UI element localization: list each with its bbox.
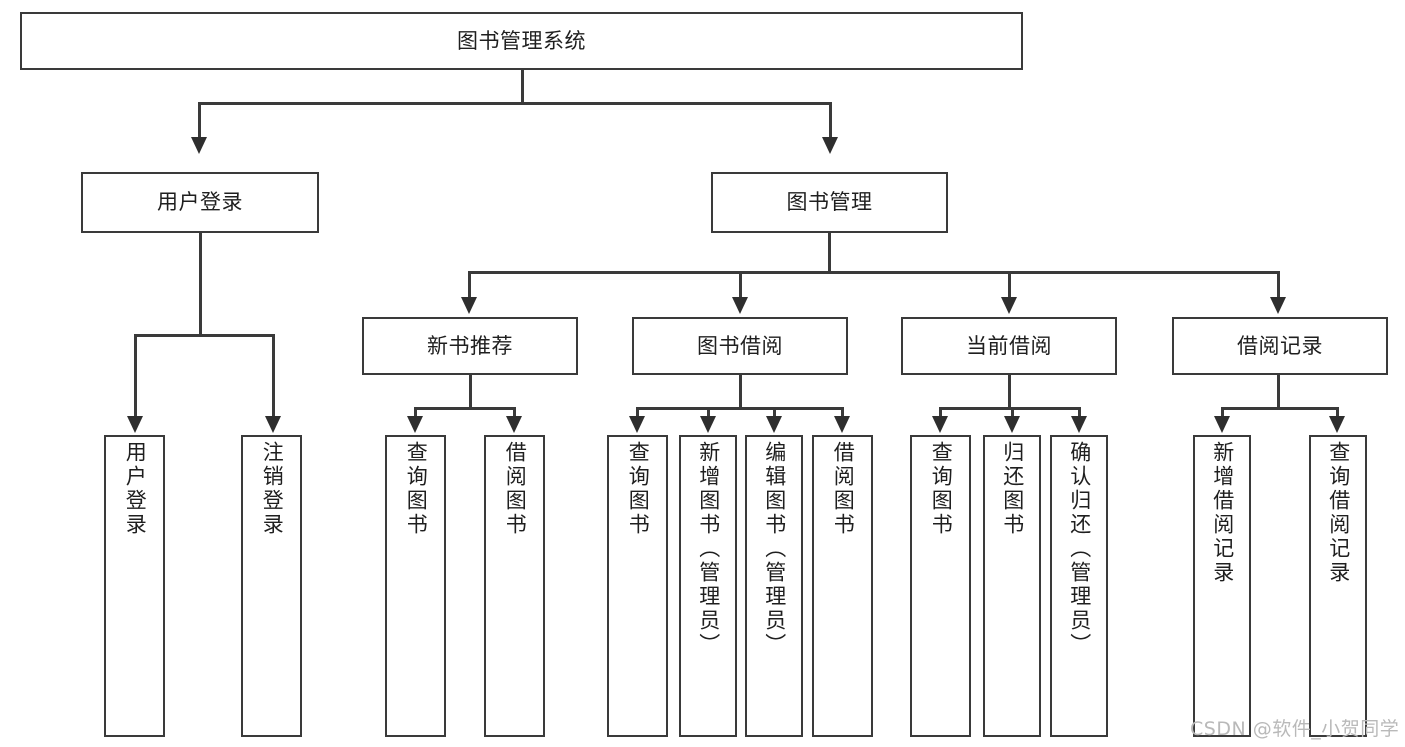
node-leaf-query-book-current[interactable]: 查询图书 <box>910 435 971 737</box>
node-leaf-add-book-admin[interactable]: 新增图书（管理员） <box>679 435 737 737</box>
arrowhead-leaf-query-book-borrow <box>629 416 645 433</box>
arrowhead-leaf-borrow-book-rec <box>506 416 522 433</box>
connector-user-login-to-leaf-2 <box>272 334 275 418</box>
connector-book-manage-to-borrow-record <box>1277 271 1280 299</box>
node-leaf-return-book[interactable]: 归还图书 <box>983 435 1041 737</box>
node-borrow-record[interactable]: 借阅记录 <box>1172 317 1388 375</box>
node-leaf-query-book-recommend[interactable]: 查询图书 <box>385 435 446 737</box>
connector-new-book-drop-2 <box>513 407 516 418</box>
node-label: 查询图书 <box>929 441 954 537</box>
connector-borrow-record-branch-bar <box>1221 407 1339 410</box>
node-leaf-borrow-book-recommend[interactable]: 借阅图书 <box>484 435 545 737</box>
node-root-book-management-system[interactable]: 图书管理系统 <box>20 12 1023 70</box>
arrowhead-to-user-login <box>191 137 207 154</box>
connector-root-branch-bar <box>198 102 832 105</box>
node-label: 借阅图书 <box>503 441 528 537</box>
node-label: 编辑图书（管理员） <box>762 441 787 657</box>
connector-current-borrow-drop-3 <box>1078 407 1081 418</box>
arrowhead-leaf-add-book <box>700 416 716 433</box>
arrowhead-new-book-recommend <box>461 297 477 314</box>
connector-borrow-record-drop-1 <box>1221 407 1224 418</box>
node-label: 新书推荐 <box>427 333 513 358</box>
arrowhead-leaf-logout <box>265 416 281 433</box>
connector-borrow-record-drop-2 <box>1336 407 1339 418</box>
node-label: 注销登录 <box>260 441 285 537</box>
node-leaf-query-book-borrow[interactable]: 查询图书 <box>607 435 668 737</box>
node-label: 查询图书 <box>626 441 651 537</box>
node-label: 图书管理系统 <box>457 28 586 53</box>
arrowhead-book-borrow <box>732 297 748 314</box>
node-label: 用户登录 <box>157 190 243 215</box>
arrowhead-leaf-user-login <box>127 416 143 433</box>
connector-user-login-stem <box>199 233 202 336</box>
arrowhead-to-book-manage <box>822 137 838 154</box>
connector-current-borrow-drop-1 <box>939 407 942 418</box>
node-book-borrow[interactable]: 图书借阅 <box>632 317 848 375</box>
connector-new-book-drop-1 <box>414 407 417 418</box>
node-label: 确认归还（管理员） <box>1067 441 1092 657</box>
arrowhead-leaf-add-record <box>1214 416 1230 433</box>
node-leaf-edit-book-admin[interactable]: 编辑图书（管理员） <box>745 435 803 737</box>
connector-book-borrow-branch-bar <box>636 407 844 410</box>
node-leaf-query-borrow-record[interactable]: 查询借阅记录 <box>1309 435 1367 737</box>
node-label: 新增借阅记录 <box>1210 441 1235 585</box>
node-leaf-logout[interactable]: 注销登录 <box>241 435 302 737</box>
connector-user-login-to-leaf-1 <box>134 334 137 418</box>
node-leaf-borrow-book[interactable]: 借阅图书 <box>812 435 873 737</box>
node-label: 用户登录 <box>123 441 148 537</box>
connector-book-borrow-drop-2 <box>707 407 710 418</box>
arrowhead-leaf-return-book <box>1004 416 1020 433</box>
connector-root-to-book-manage <box>829 102 832 139</box>
connector-book-manage-stem <box>828 233 831 273</box>
connector-current-borrow-branch-bar <box>939 407 1079 410</box>
arrowhead-current-borrow <box>1001 297 1017 314</box>
node-label: 查询图书 <box>404 441 429 537</box>
connector-book-manage-to-new-book <box>468 271 471 299</box>
node-new-book-recommend[interactable]: 新书推荐 <box>362 317 578 375</box>
connector-root-stem <box>521 70 524 104</box>
connector-root-to-user-login <box>198 102 201 139</box>
connector-book-borrow-drop-1 <box>636 407 639 418</box>
node-user-login[interactable]: 用户登录 <box>81 172 319 233</box>
arrowhead-leaf-borrow-book <box>834 416 850 433</box>
connector-new-book-stem <box>469 375 472 409</box>
node-book-management[interactable]: 图书管理 <box>711 172 948 233</box>
node-label: 借阅图书 <box>831 441 856 537</box>
arrowhead-leaf-query-book-rec <box>407 416 423 433</box>
node-label: 当前借阅 <box>966 333 1052 358</box>
node-label: 图书管理 <box>786 190 873 215</box>
node-current-borrow[interactable]: 当前借阅 <box>901 317 1117 375</box>
node-label: 查询借阅记录 <box>1326 441 1351 585</box>
connector-current-borrow-drop-2 <box>1011 407 1014 418</box>
node-leaf-add-borrow-record[interactable]: 新增借阅记录 <box>1193 435 1251 737</box>
node-leaf-user-login[interactable]: 用户登录 <box>104 435 165 737</box>
connector-book-borrow-stem <box>739 375 742 409</box>
csdn-watermark: CSDN @软件_小贺同学 <box>1190 718 1400 740</box>
connector-book-borrow-drop-3 <box>773 407 776 418</box>
connector-book-manage-to-book-borrow <box>739 271 742 299</box>
arrowhead-leaf-query-book-cur <box>932 416 948 433</box>
connector-book-borrow-drop-4 <box>841 407 844 418</box>
connector-current-borrow-stem <box>1008 375 1011 409</box>
node-label: 新增图书（管理员） <box>696 441 721 657</box>
arrowhead-leaf-confirm-return <box>1071 416 1087 433</box>
connector-new-book-branch-bar <box>414 407 516 410</box>
connector-user-login-branch-bar <box>134 334 275 337</box>
node-label: 归还图书 <box>1000 441 1025 537</box>
arrowhead-leaf-query-record <box>1329 416 1345 433</box>
arrowhead-borrow-record <box>1270 297 1286 314</box>
arrowhead-leaf-edit-book <box>766 416 782 433</box>
connector-borrow-record-stem <box>1277 375 1280 409</box>
connector-book-manage-to-current-borrow <box>1008 271 1011 299</box>
node-label: 图书借阅 <box>697 333 783 358</box>
node-label: 借阅记录 <box>1237 333 1323 358</box>
node-leaf-confirm-return-admin[interactable]: 确认归还（管理员） <box>1050 435 1108 737</box>
connector-book-manage-branch-bar <box>468 271 1280 274</box>
